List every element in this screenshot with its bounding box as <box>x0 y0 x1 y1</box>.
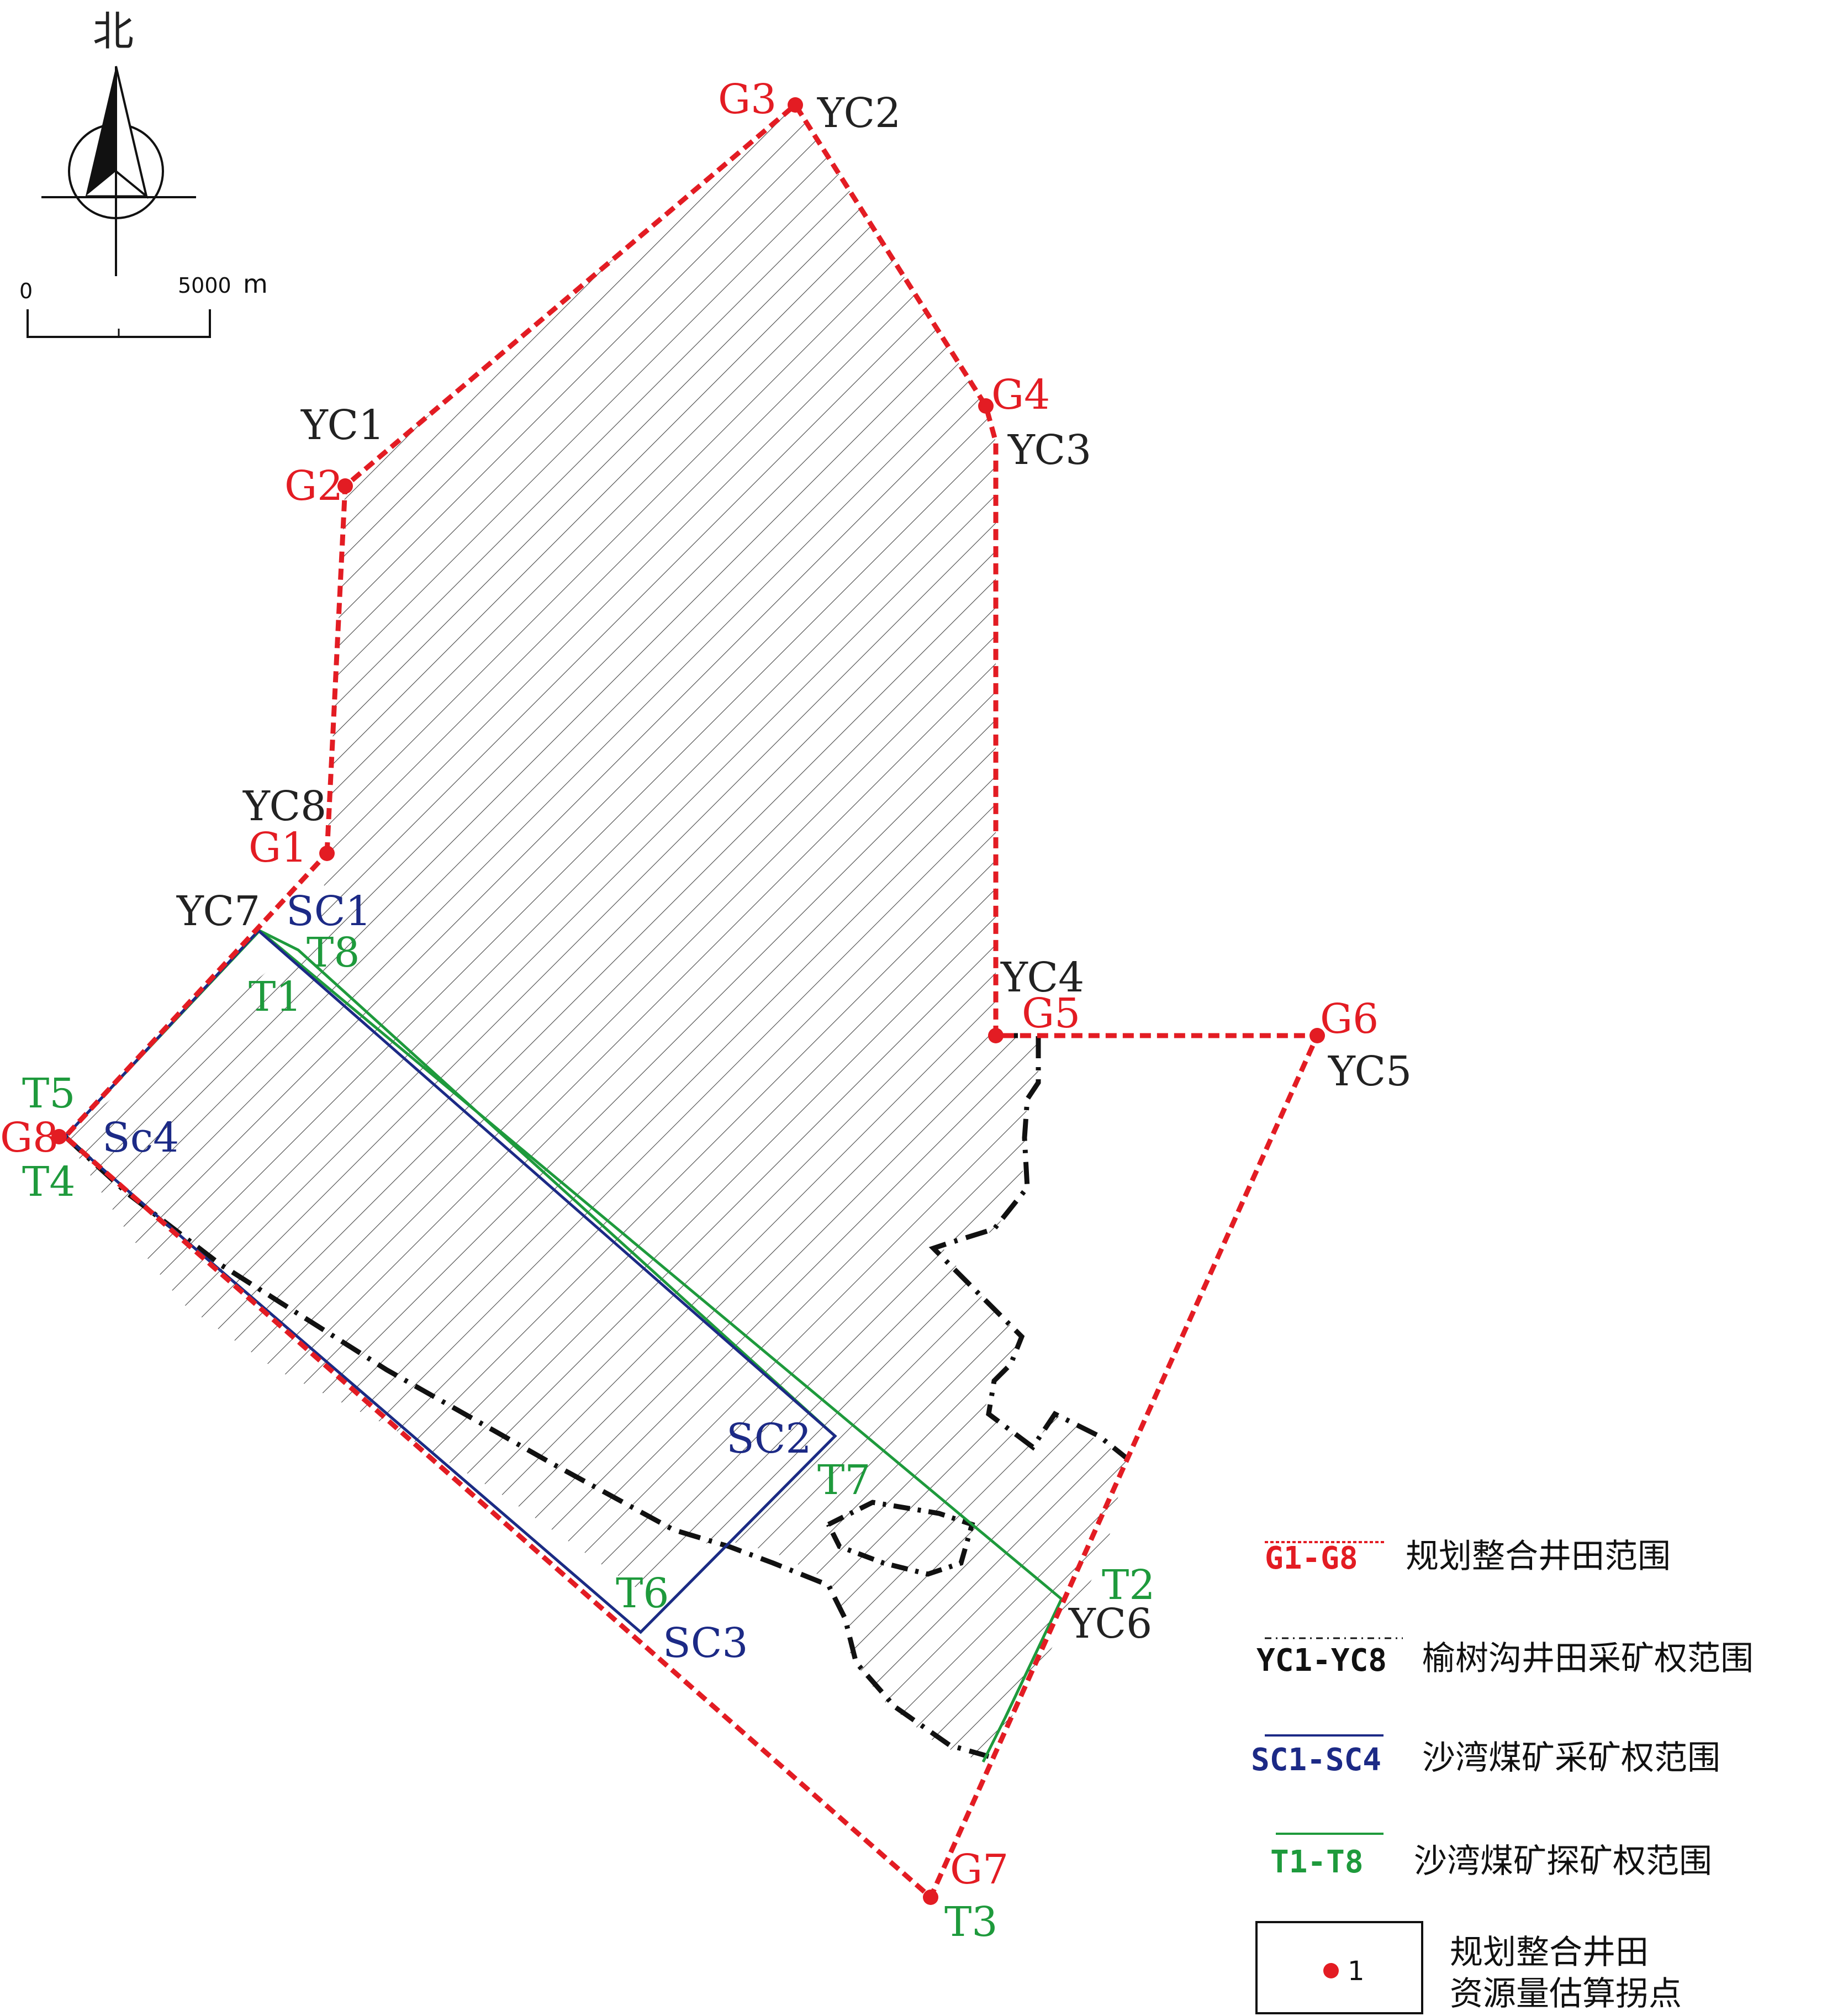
legend-text-sc: 沙湾煤矿采矿权范围 <box>1422 1739 1720 1777</box>
label-t7: T7 <box>817 1456 870 1504</box>
label-g7: G7 <box>950 1846 1008 1893</box>
label-t4: T4 <box>22 1158 75 1206</box>
legend-dot-icon <box>1323 1963 1339 1978</box>
label-yc6: YC6 <box>1068 1600 1152 1648</box>
label-t3: T3 <box>944 1898 997 1946</box>
label-g6: G6 <box>1320 995 1379 1043</box>
yc-mining-right-boundary-lower <box>63 1134 990 1759</box>
legend-dot-box <box>1255 1921 1423 2014</box>
legend: G1-G8 规划整合井田范围 YC1-YC8 榆树沟井田采矿权范围 SC1-SC… <box>1251 1537 1754 2014</box>
label-yc1: YC1 <box>300 402 384 449</box>
point-g7 <box>923 1890 938 1905</box>
label-t6: T6 <box>616 1570 669 1617</box>
north-label: 北 <box>93 8 134 55</box>
g-points <box>51 97 1325 1905</box>
point-g2 <box>337 478 353 494</box>
legend-text-g: 规划整合井田范围 <box>1406 1537 1671 1576</box>
label-sc1: SC1 <box>286 888 371 935</box>
label-yc2: YC2 <box>817 89 901 137</box>
legend-code-sc: SC1-SC4 <box>1251 1742 1381 1778</box>
legend-text-yc: 榆树沟井田采矿权范围 <box>1422 1639 1754 1678</box>
point-g3 <box>788 97 803 113</box>
scale-unit: m <box>243 269 268 299</box>
label-g2: G2 <box>284 462 343 510</box>
legend-dot-text-line1: 规划整合井田 <box>1450 1933 1649 1972</box>
shawan-exploration-edge-2 <box>1004 1598 1063 1719</box>
label-g3: G3 <box>718 76 777 123</box>
legend-code-t: T1-T8 <box>1270 1844 1364 1880</box>
label-yc3: YC3 <box>1007 426 1091 474</box>
legend-dot-text-line2: 资源量估算拐点 <box>1450 1975 1682 2013</box>
label-sc3: SC3 <box>663 1619 748 1667</box>
label-t8: T8 <box>307 929 360 977</box>
point-g8 <box>51 1129 67 1144</box>
label-g4: G4 <box>991 371 1050 419</box>
point-g5 <box>988 1028 1004 1043</box>
label-sc4: Sc4 <box>102 1114 179 1162</box>
north-arrow-icon: 北 <box>41 8 196 276</box>
label-yc8: YC8 <box>242 783 326 830</box>
legend-dot-label: 1 <box>1348 1956 1365 1987</box>
scale-bar: 0 5000 m <box>19 269 268 338</box>
yc-mining-right-boundary-inner <box>826 1500 975 1577</box>
label-yc5: YC5 <box>1328 1048 1412 1095</box>
legend-text-t: 沙湾煤矿探矿权范围 <box>1414 1842 1712 1881</box>
point-g6 <box>1309 1028 1325 1043</box>
planned-integration-boundary <box>61 101 1321 1902</box>
hatched-mining-area <box>65 105 1127 1762</box>
legend-code-yc: YC1-YC8 <box>1256 1643 1387 1679</box>
label-t2: T2 <box>1102 1561 1155 1609</box>
label-g8: G8 <box>0 1114 59 1162</box>
label-g5: G5 <box>1022 990 1080 1037</box>
point-g4 <box>978 398 994 414</box>
label-yc4: YC4 <box>1000 954 1084 1001</box>
label-t5: T5 <box>22 1070 75 1117</box>
label-yc7: YC7 <box>176 888 260 935</box>
scale-start: 0 <box>19 279 33 303</box>
label-g1: G1 <box>249 824 307 872</box>
point-g1 <box>319 846 335 861</box>
legend-code-g: G1-G8 <box>1265 1540 1358 1576</box>
label-t1: T1 <box>249 973 302 1021</box>
yc-mining-right-boundary <box>928 1033 1128 1460</box>
label-sc2: SC2 <box>726 1415 811 1463</box>
scale-end: 5000 <box>178 273 231 298</box>
